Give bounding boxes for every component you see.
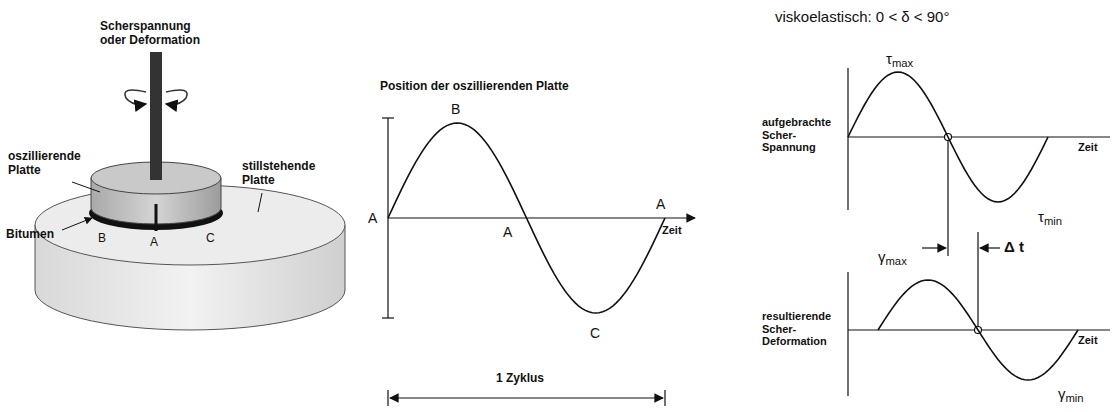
strain-curve	[878, 280, 1078, 380]
chart-title: viskoelastisch: 0 < δ < 90°	[775, 8, 949, 25]
value-label: τmin	[1038, 208, 1062, 225]
value-label: γmax	[878, 248, 907, 265]
sine-curves	[388, 72, 1078, 380]
part-label: Bitumen	[6, 228, 54, 242]
position-letter: B	[451, 101, 460, 117]
cycle-dimension	[388, 390, 665, 406]
position-axes	[382, 118, 695, 318]
stress-strain-axes	[848, 68, 1110, 396]
position-letter: A	[368, 210, 377, 226]
rotation-arrows	[125, 90, 187, 104]
position-letter: A	[656, 196, 665, 212]
axis-label: aufgebrachte Scher- Spannung	[762, 116, 844, 154]
axis-label: resultierende Scher- Deformation	[762, 310, 846, 348]
zero-crossings	[945, 134, 982, 334]
position-letter: A	[150, 236, 158, 250]
part-label: Scherspannung oder Deformation	[100, 20, 212, 48]
axis-label: Zeit	[662, 224, 682, 237]
axis-label: Zeit	[1078, 334, 1098, 347]
value-label: γmin	[1058, 385, 1084, 402]
position-mark	[155, 204, 158, 231]
chart-title: Position der oszillierenden Platte	[380, 80, 569, 94]
stress-curve	[848, 72, 1048, 202]
position-letter: B	[98, 232, 106, 246]
time-shift-label: Δ t	[1004, 238, 1024, 255]
shaft	[150, 52, 162, 180]
position-letter: A	[503, 224, 512, 240]
leader-lines	[62, 182, 262, 230]
part-label: oszillierende Platte	[8, 150, 98, 178]
position-letter: C	[590, 325, 600, 341]
position-curve	[388, 123, 665, 313]
axis-label: Zeit	[1078, 141, 1098, 154]
position-letter: C	[206, 232, 215, 246]
part-label: stillstehende Platte	[242, 160, 332, 188]
dimension-label: 1 Zyklus	[496, 372, 544, 386]
value-label: τmax	[886, 50, 913, 67]
